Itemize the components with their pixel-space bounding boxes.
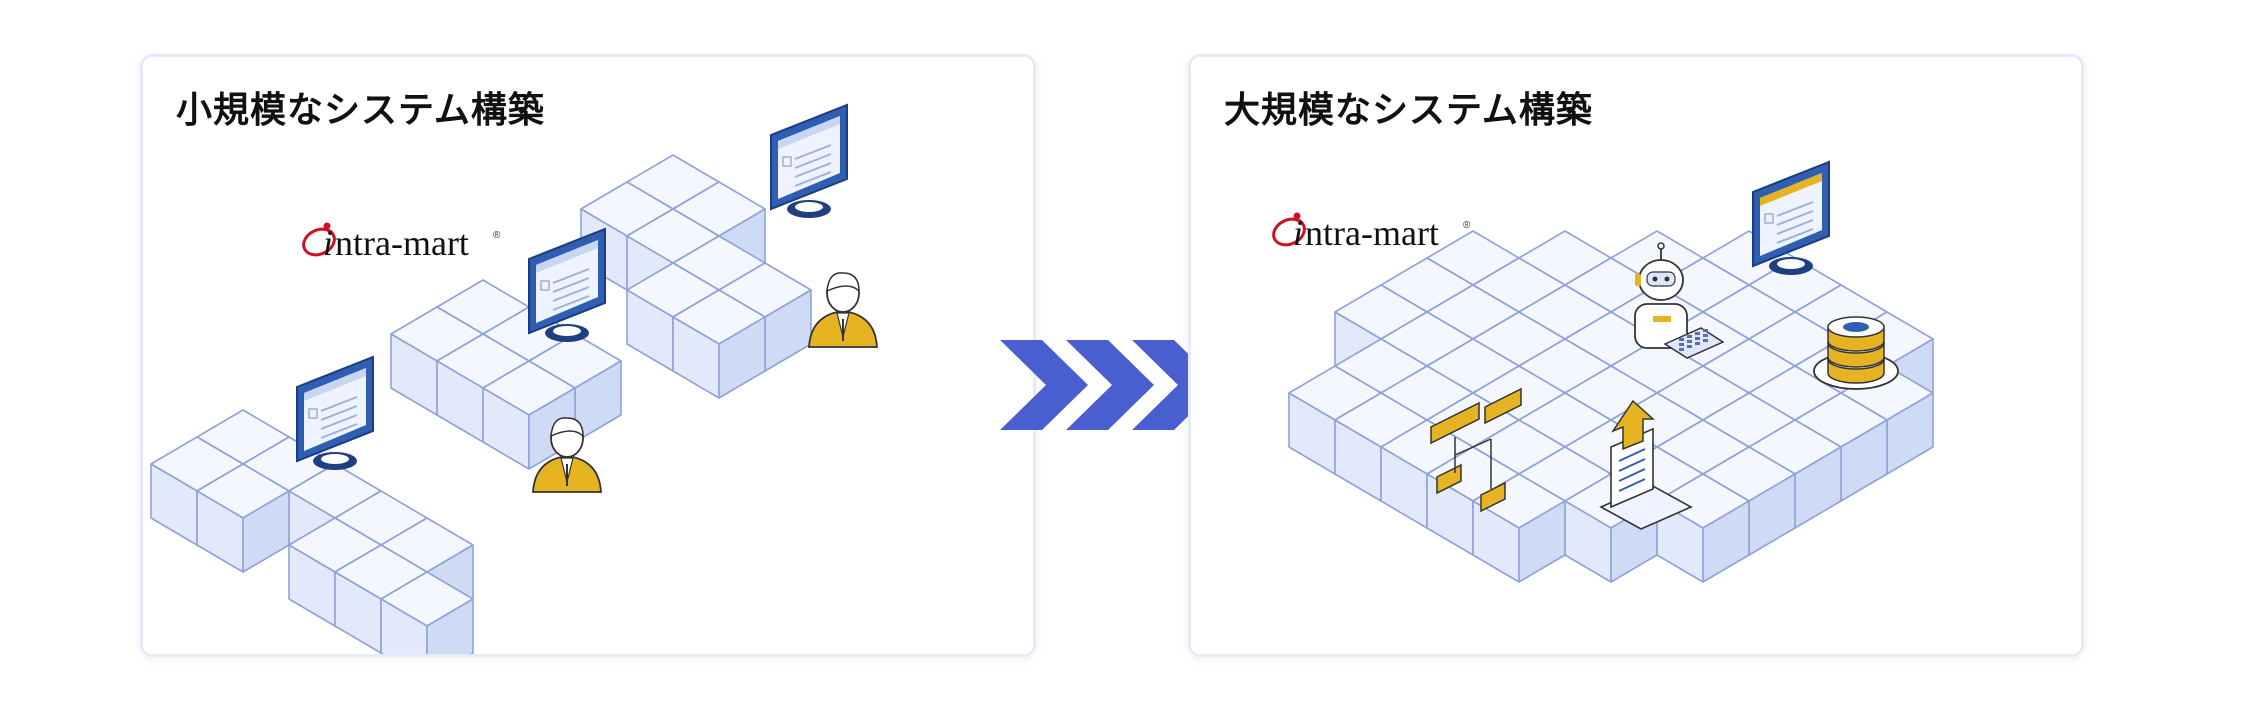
robot-icon [1634,242,1725,359]
person-icon [532,417,602,493]
small-system-illustration [150,103,878,654]
monitor-icon [1752,160,1830,275]
chevron-2 [1066,340,1154,430]
document-upload-icon [1599,399,1693,530]
person-icon [808,272,878,348]
svg-text:®: ® [1463,220,1471,231]
database-icon [1813,316,1899,390]
logo-brand-text: ntra-mart [1305,213,1439,253]
flowchart-icon [1430,387,1522,513]
cube [380,571,474,654]
small-system-panel: 小規模なシステム構築 i ntra-mart ® [140,54,1036,657]
cube [196,463,290,573]
intra-mart-logo: i ntra-mart ® [301,212,511,276]
intra-mart-logo: i ntra-mart ® [1271,202,1481,266]
monitor-icon [296,355,374,470]
large-system-title: 大規模なシステム構築 [1224,90,1593,131]
cube [672,289,766,399]
svg-text:i: i [1293,213,1303,253]
large-system-illustration [1288,160,1934,583]
monitor-icon [528,227,606,342]
monitor-icon [770,103,848,218]
svg-text:i: i [323,223,333,263]
chevron-1 [1000,340,1088,430]
large-system-panel: 大規模なシステム構築 i ntra-mart ® [1188,54,2084,657]
cube [1656,473,1750,583]
intra-mart-logo-mark: i ntra-mart ® [302,222,501,263]
logo-brand-text: ntra-mart [335,223,469,263]
intra-mart-logo-mark: i ntra-mart ® [1272,212,1471,253]
small-system-title: 小規模なシステム構築 [176,90,545,131]
svg-text:®: ® [493,230,501,241]
